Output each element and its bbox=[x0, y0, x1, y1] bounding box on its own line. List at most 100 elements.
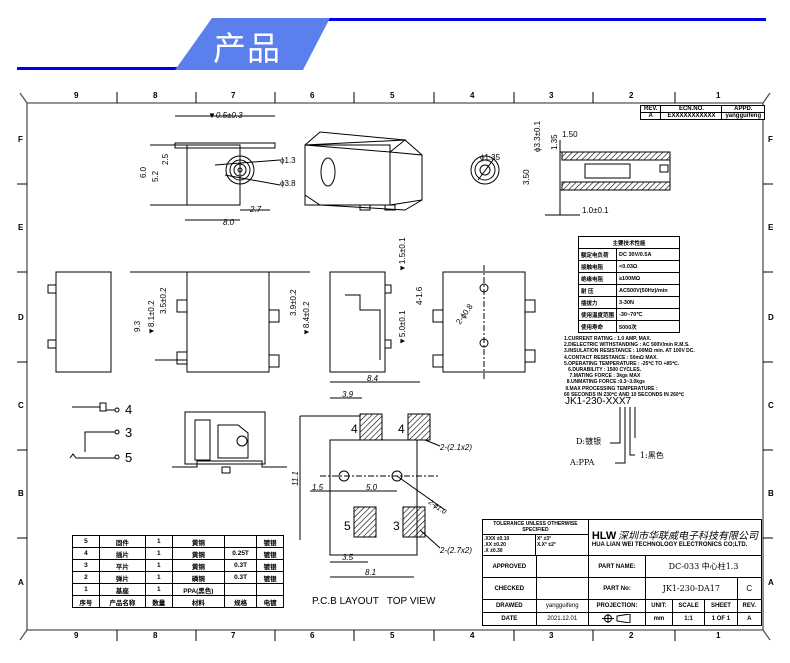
column-label: 9 bbox=[74, 91, 79, 100]
bom-cell: 镀银 bbox=[256, 547, 284, 560]
pcb-pin-4a: 4 bbox=[351, 422, 358, 436]
note-line: 4.CONTACT RESISTANCE : 50mΩ MAX. bbox=[564, 354, 658, 361]
spec-value: <0.03Ω bbox=[616, 260, 681, 273]
dim-pcb-pad1: 2-(2.1x2) bbox=[439, 443, 472, 452]
dim-pcb-x2: 5.0 bbox=[366, 483, 378, 492]
bom-cell: PPA(黑色) bbox=[171, 583, 226, 596]
column-label: 2 bbox=[629, 631, 634, 640]
spec-label: 使用寿命 bbox=[577, 320, 618, 333]
bom-header: 产品名称 bbox=[98, 595, 146, 608]
side-views bbox=[47, 265, 536, 380]
row-label: A bbox=[18, 578, 24, 587]
schematic-pin-5: 5 bbox=[125, 450, 132, 465]
dim-pcb-hole: 2-ϕ1.0 bbox=[426, 498, 447, 516]
bom-header: 规格 bbox=[224, 595, 258, 608]
dim-pcb-x1: 1.5 bbox=[312, 483, 324, 492]
dim-pin-h1: 1.35 bbox=[550, 134, 559, 150]
row-label: F bbox=[18, 135, 23, 144]
dim-side-c: 3.5±0.2 bbox=[159, 287, 168, 314]
dim-pcb-h: 11.1 bbox=[291, 471, 300, 486]
bom-cell: 5 bbox=[72, 535, 100, 548]
bom-cell: 1 bbox=[72, 583, 100, 596]
bom-cell: 弹片 bbox=[98, 571, 146, 584]
projection-label: PROJECTION: bbox=[587, 599, 647, 613]
dim-section-c: ▼5.0±0.1 bbox=[398, 310, 407, 345]
bom-cell bbox=[224, 583, 258, 596]
spec-value: -30~70℃ bbox=[616, 308, 681, 321]
dim-front-h1: 6.0 bbox=[139, 166, 148, 178]
row-label: E bbox=[768, 223, 774, 232]
column-label: 1 bbox=[716, 91, 721, 100]
pcb-pin-4b: 4 bbox=[398, 422, 405, 436]
part-no-label: PART No: bbox=[587, 577, 647, 600]
column-label: 3 bbox=[549, 91, 554, 100]
column-label: 1 bbox=[716, 631, 721, 640]
row-label: C bbox=[768, 401, 774, 410]
assembly-view bbox=[172, 411, 287, 474]
banner-title: 产品图纸 bbox=[213, 29, 281, 116]
note-line: 1.CURRENT RATING : 1.0 AMP. MAX. bbox=[564, 336, 652, 342]
bom-cell: 1 bbox=[144, 583, 173, 596]
spec-row: 接触电阻<0.03Ω bbox=[577, 260, 681, 273]
rev-label: REV. bbox=[736, 599, 763, 613]
dim-bottom-hole: 2-ϕ0.8 bbox=[454, 302, 475, 326]
row-label: E bbox=[18, 223, 24, 232]
banner-line-left bbox=[17, 67, 177, 70]
pcb-layout-title: P.C.B LAYOUT TOP VIEW bbox=[312, 596, 436, 607]
bom-cell: 基座 bbox=[98, 583, 146, 596]
drawed-label: DRAWED bbox=[482, 599, 537, 613]
bom-cell: 黄铜 bbox=[171, 535, 226, 548]
bom-cell bbox=[256, 583, 284, 596]
spec-label: 使用温度范围 bbox=[577, 308, 618, 321]
column-label: 4 bbox=[470, 631, 475, 640]
bom-cell: 0.3T bbox=[224, 571, 258, 584]
row-label: C bbox=[18, 401, 24, 410]
tol-1: .XXX ±0.10 bbox=[484, 536, 510, 542]
column-label: 8 bbox=[153, 91, 158, 100]
scale-label: SCALE bbox=[671, 599, 706, 613]
option-material: A:PPA bbox=[570, 458, 595, 467]
note-line: 60 SECONDS IN 230℃ AND 10 SECONDS IN 260… bbox=[564, 391, 685, 398]
tol-2: .XX ±0.20 bbox=[484, 542, 506, 548]
note-line: 6.DURABILITY : 1500 CYCLES. bbox=[564, 367, 642, 374]
note-line: 9.MAX PROCESSING TEMPERATURE : bbox=[564, 385, 658, 392]
spec-value: 3-30N bbox=[616, 296, 681, 309]
bom-header: 材料 bbox=[171, 595, 226, 608]
dim-front-w1: 2.7 bbox=[249, 205, 262, 214]
bom-cell: 黄铜 bbox=[171, 547, 226, 560]
spec-value: 5000次 bbox=[616, 320, 681, 333]
bom-cell: 1 bbox=[144, 535, 173, 548]
sheet-label: SHEET bbox=[704, 599, 738, 613]
bom-cell: 1 bbox=[144, 571, 173, 584]
spec-label: 额定电负荷 bbox=[577, 248, 618, 261]
part-name: DC-033 中心柱1.3 bbox=[645, 555, 762, 578]
company-logo: HLW bbox=[591, 530, 617, 542]
spec-value: ≥100MΩ bbox=[616, 272, 681, 285]
row-label: D bbox=[18, 313, 24, 322]
dim-front-h3: 2.5 bbox=[161, 153, 170, 165]
part-name-label: PART NAME: bbox=[587, 555, 647, 578]
row-label: D bbox=[768, 313, 774, 322]
row-label: F bbox=[768, 135, 773, 144]
spec-label: 插拔力 bbox=[577, 296, 618, 309]
note-line: 7.MATING FORCE : 3kgs MAX bbox=[564, 373, 641, 380]
dim-pcb-w1: 8.4 bbox=[367, 374, 379, 383]
dim-front-d2: ϕ3.8 bbox=[280, 179, 296, 188]
bom-cell: 固件 bbox=[98, 535, 146, 548]
row-label: A bbox=[768, 578, 774, 587]
bom-cell: 平片 bbox=[98, 559, 146, 572]
bom-cell: 3 bbox=[72, 559, 100, 572]
note-line: 3.INSULATION RESISTANCE : 100MΩ min. AT … bbox=[564, 348, 695, 355]
schematic-pin-3: 3 bbox=[125, 425, 132, 440]
part-code: JK1-230-XXX7 bbox=[565, 396, 632, 407]
schematic bbox=[69, 402, 120, 460]
bom-cell: 镀银 bbox=[256, 535, 284, 548]
rev-value-tb: A bbox=[736, 612, 763, 626]
spec-label: 接触电阻 bbox=[577, 260, 618, 273]
unit-label: UNIT: bbox=[645, 599, 673, 613]
